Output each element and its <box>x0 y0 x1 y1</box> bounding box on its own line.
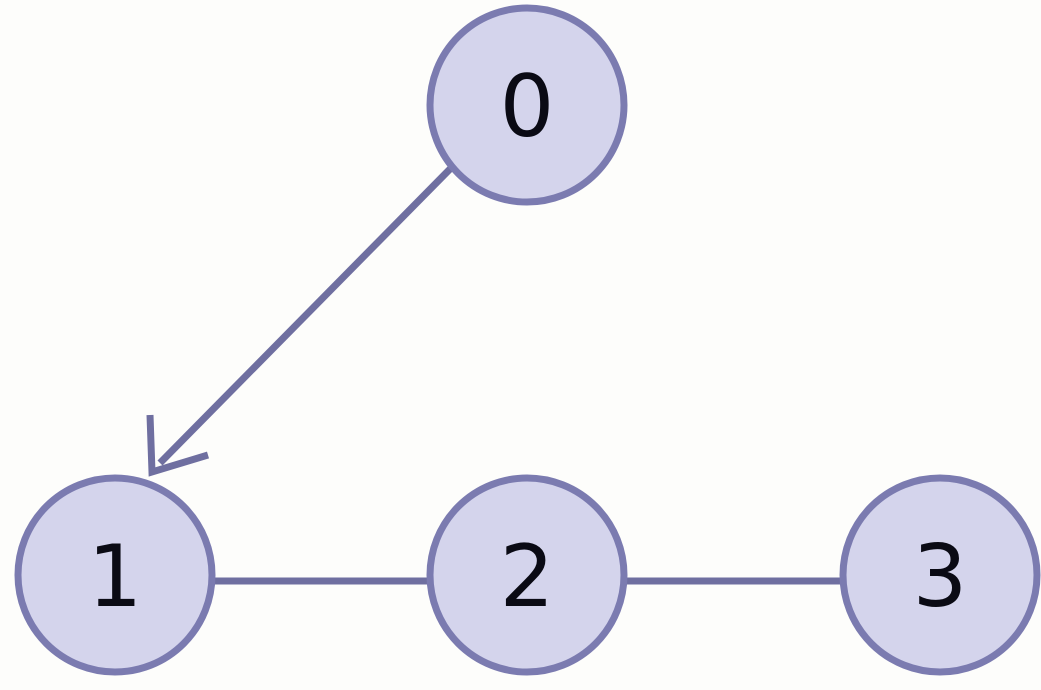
graph-node-0[interactable]: 0 <box>426 4 628 206</box>
graph-node-2[interactable]: 2 <box>426 474 628 676</box>
node-circle[interactable] <box>14 474 216 676</box>
edge-0-1 <box>146 164 455 477</box>
edge-line <box>157 164 455 466</box>
node-label: 2 <box>500 527 555 627</box>
edges-layer <box>146 164 843 585</box>
graph-node-3[interactable]: 3 <box>839 474 1041 676</box>
node-label: 1 <box>88 527 143 627</box>
node-circle[interactable] <box>839 474 1041 676</box>
node-circle[interactable] <box>426 4 628 206</box>
arrowhead-icon <box>146 414 210 477</box>
nodes-layer: 0 1 2 3 <box>14 4 1041 676</box>
node-label: 0 <box>500 57 555 157</box>
node-circle[interactable] <box>426 474 628 676</box>
node-label: 3 <box>913 527 968 627</box>
graph-node-1[interactable]: 1 <box>14 474 216 676</box>
